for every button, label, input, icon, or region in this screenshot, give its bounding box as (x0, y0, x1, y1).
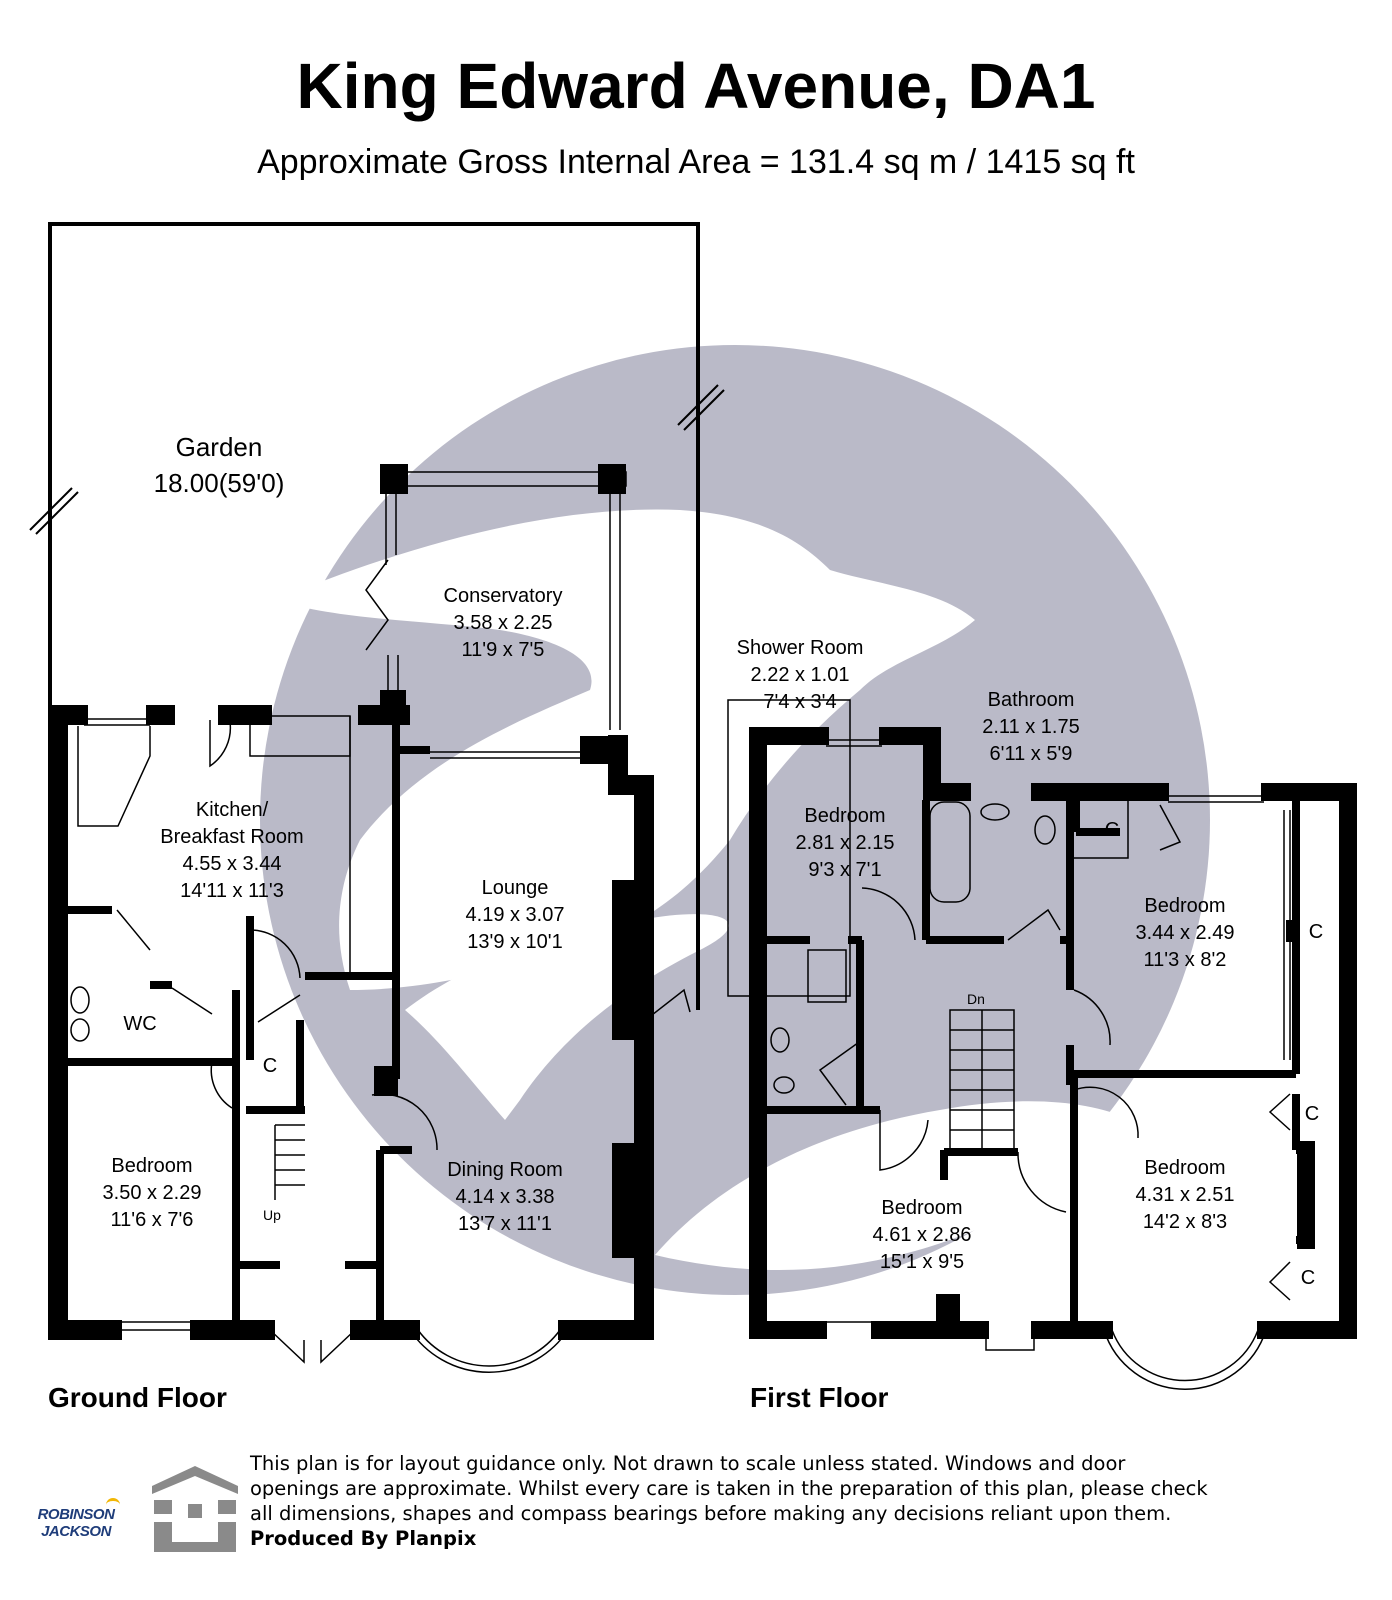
stairs-up-label: Up (263, 1207, 281, 1223)
page-title: King Edward Avenue, DA1 (296, 50, 1096, 122)
wc-label: WC (123, 1013, 156, 1035)
ground-floor-plan (29, 222, 725, 1373)
first-floor-label: First Floor (750, 1382, 889, 1413)
cupboard-label-1: C (1105, 819, 1119, 841)
kitchen-label-line1: Kitchen/ (196, 799, 269, 821)
front-left-bedroom-imperial: 15'1 x 9'5 (880, 1251, 964, 1273)
garden-label: Garden (176, 432, 263, 462)
cupboard-label-4: C (1301, 1267, 1315, 1289)
conservatory-imperial: 11'9 x 7'5 (462, 639, 545, 661)
brand-line-2: JACKSON (41, 1523, 111, 1540)
small-bedroom-label: Bedroom (804, 805, 885, 827)
small-bedroom-imperial: 9'3 x 7'1 (808, 859, 881, 881)
kitchen-label-line2: Breakfast Room (160, 826, 303, 848)
brand-line-1: ROBINSON (37, 1506, 115, 1523)
front-right-bedroom-label: Bedroom (1144, 1157, 1225, 1179)
kitchen-imperial: 14'11 x 11'3 (180, 880, 284, 902)
room-labels: Garden 18.00(59'0) Conservatory 3.58 x 2… (103, 432, 1324, 1289)
ground-bedroom-imperial: 11'6 x 7'6 (111, 1209, 194, 1231)
planpix-house-icon (152, 1466, 238, 1552)
garden-dimension: 18.00(59'0) (154, 468, 285, 498)
dining-metric: 4.14 x 3.38 (456, 1186, 555, 1208)
cupboard-label-2: C (1309, 921, 1323, 943)
bathroom-metric: 2.11 x 1.75 (982, 716, 1079, 738)
lounge-metric: 4.19 x 3.07 (466, 904, 565, 926)
shower-room-metric: 2.22 x 1.01 (751, 664, 850, 686)
shower-room-imperial: 7'4 x 3'4 (763, 691, 836, 713)
cupboard-label: C (263, 1055, 277, 1077)
ground-bedroom-label: Bedroom (111, 1155, 192, 1177)
ground-floor-label: Ground Floor (48, 1382, 227, 1413)
swoosh-icon (106, 1498, 120, 1509)
producer-credit: Produced By Planpix (250, 1527, 477, 1550)
disclaimer-body: This plan is for layout guidance only. N… (250, 1452, 1208, 1525)
dining-label: Dining Room (447, 1159, 563, 1181)
bathroom-imperial: 6'11 x 5'9 (990, 743, 1073, 765)
bathroom-label: Bathroom (988, 689, 1075, 711)
small-bedroom-metric: 2.81 x 2.15 (796, 832, 895, 854)
conservatory-metric: 3.58 x 2.25 (454, 612, 553, 634)
disclaimer-text: This plan is for layout guidance only. N… (250, 1451, 1210, 1551)
front-left-bedroom-metric: 4.61 x 2.86 (873, 1224, 972, 1246)
shower-room-label: Shower Room (737, 637, 864, 659)
area-subtitle: Approximate Gross Internal Area = 131.4 … (257, 143, 1135, 181)
conservatory-label: Conservatory (444, 585, 563, 607)
front-left-bedroom-label: Bedroom (881, 1197, 962, 1219)
lounge-imperial: 13'9 x 10'1 (467, 931, 563, 953)
cupboard-label-3: C (1305, 1103, 1319, 1125)
kitchen-metric: 4.55 x 3.44 (183, 853, 282, 875)
rear-bedroom-imperial: 11'3 x 8'2 (1144, 949, 1227, 971)
dining-imperial: 13'7 x 11'1 (458, 1213, 552, 1235)
front-right-bedroom-imperial: 14'2 x 8'3 (1143, 1211, 1227, 1233)
ground-bedroom-metric: 3.50 x 2.29 (103, 1182, 202, 1204)
rear-bedroom-label: Bedroom (1144, 895, 1225, 917)
stairs-down-label: Dn (967, 991, 985, 1007)
lounge-label: Lounge (482, 877, 549, 899)
rear-bedroom-metric: 3.44 x 2.49 (1136, 922, 1235, 944)
front-right-bedroom-metric: 4.31 x 2.51 (1136, 1184, 1235, 1206)
first-floor-plan (727, 699, 1357, 1390)
robinson-jackson-logo: ROBINSON JACKSON (28, 1498, 124, 1540)
